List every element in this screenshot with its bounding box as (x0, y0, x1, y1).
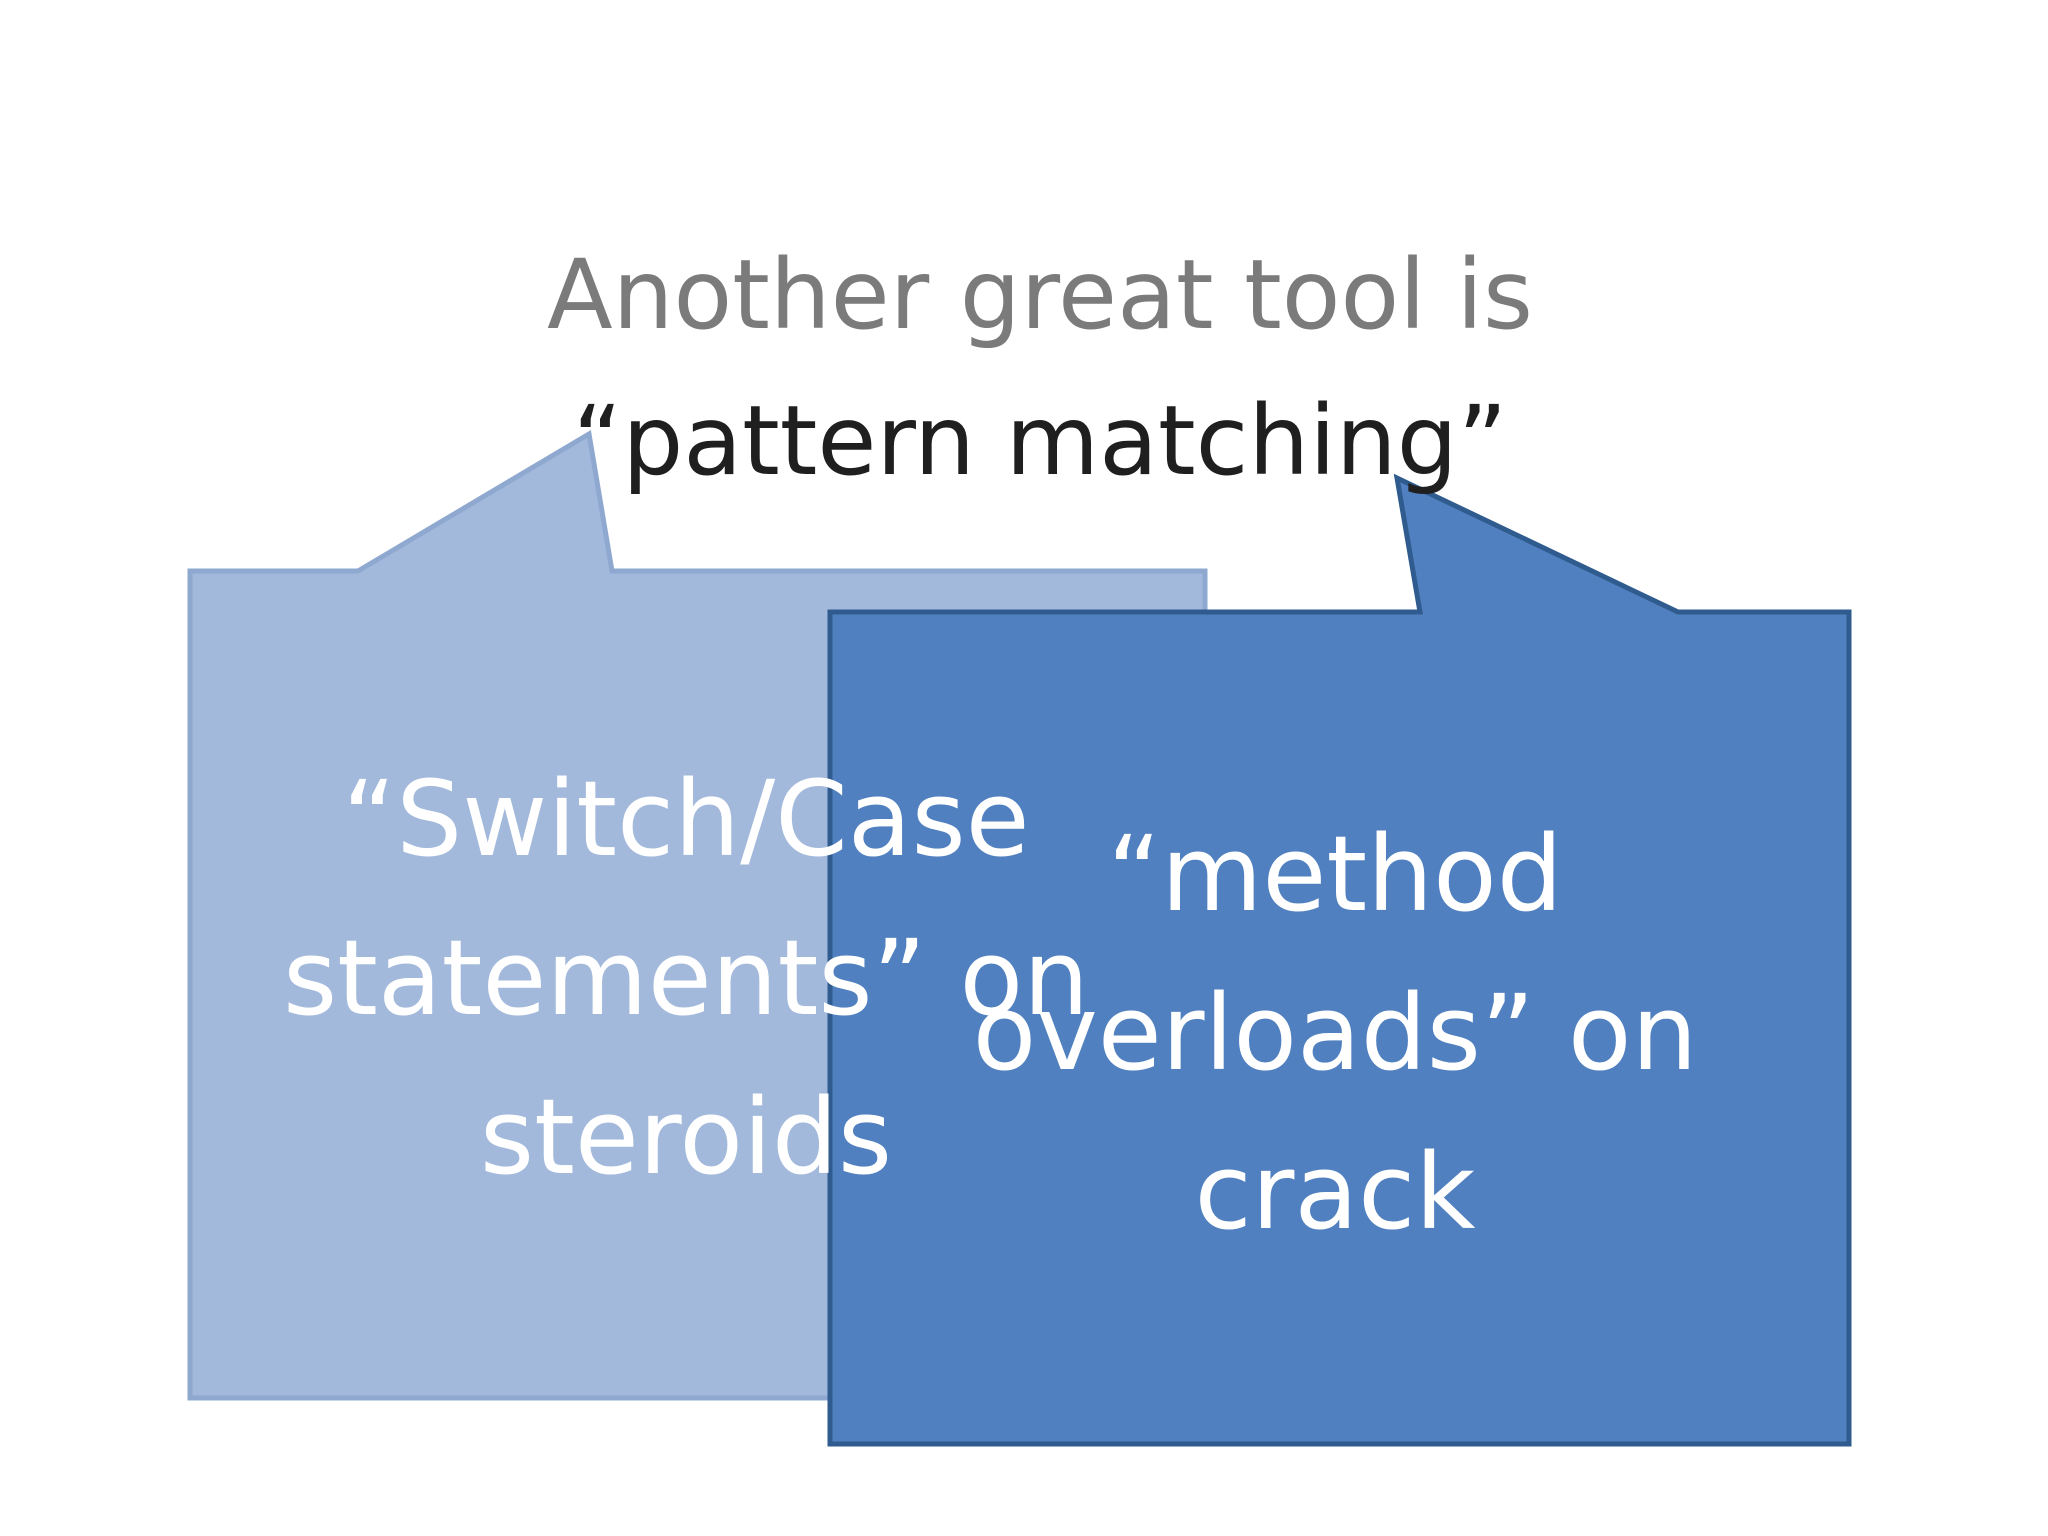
slide-heading: Another great tool is “pattern matching” (0, 222, 2048, 514)
callout-right-line-2: overloads” on (972, 972, 1698, 1094)
callout-right-shape (827, 473, 1852, 1447)
heading-line-2: “pattern matching” (572, 385, 1508, 497)
callout-left-text: “Switch/Case statements” on steroids (186, 740, 1186, 1217)
callout-right-text: “method overloads” on crack (830, 795, 1840, 1272)
callout-left-line-2: statements” on (282, 917, 1090, 1039)
callout-right-line-3: crack (1194, 1131, 1476, 1253)
callout-left-line-3: steroids (479, 1076, 893, 1198)
heading-line-1: Another great tool is (546, 239, 1534, 351)
callout-right-line-1: “method (1107, 813, 1563, 935)
callout-left-line-1: “Switch/Case (342, 758, 1030, 880)
